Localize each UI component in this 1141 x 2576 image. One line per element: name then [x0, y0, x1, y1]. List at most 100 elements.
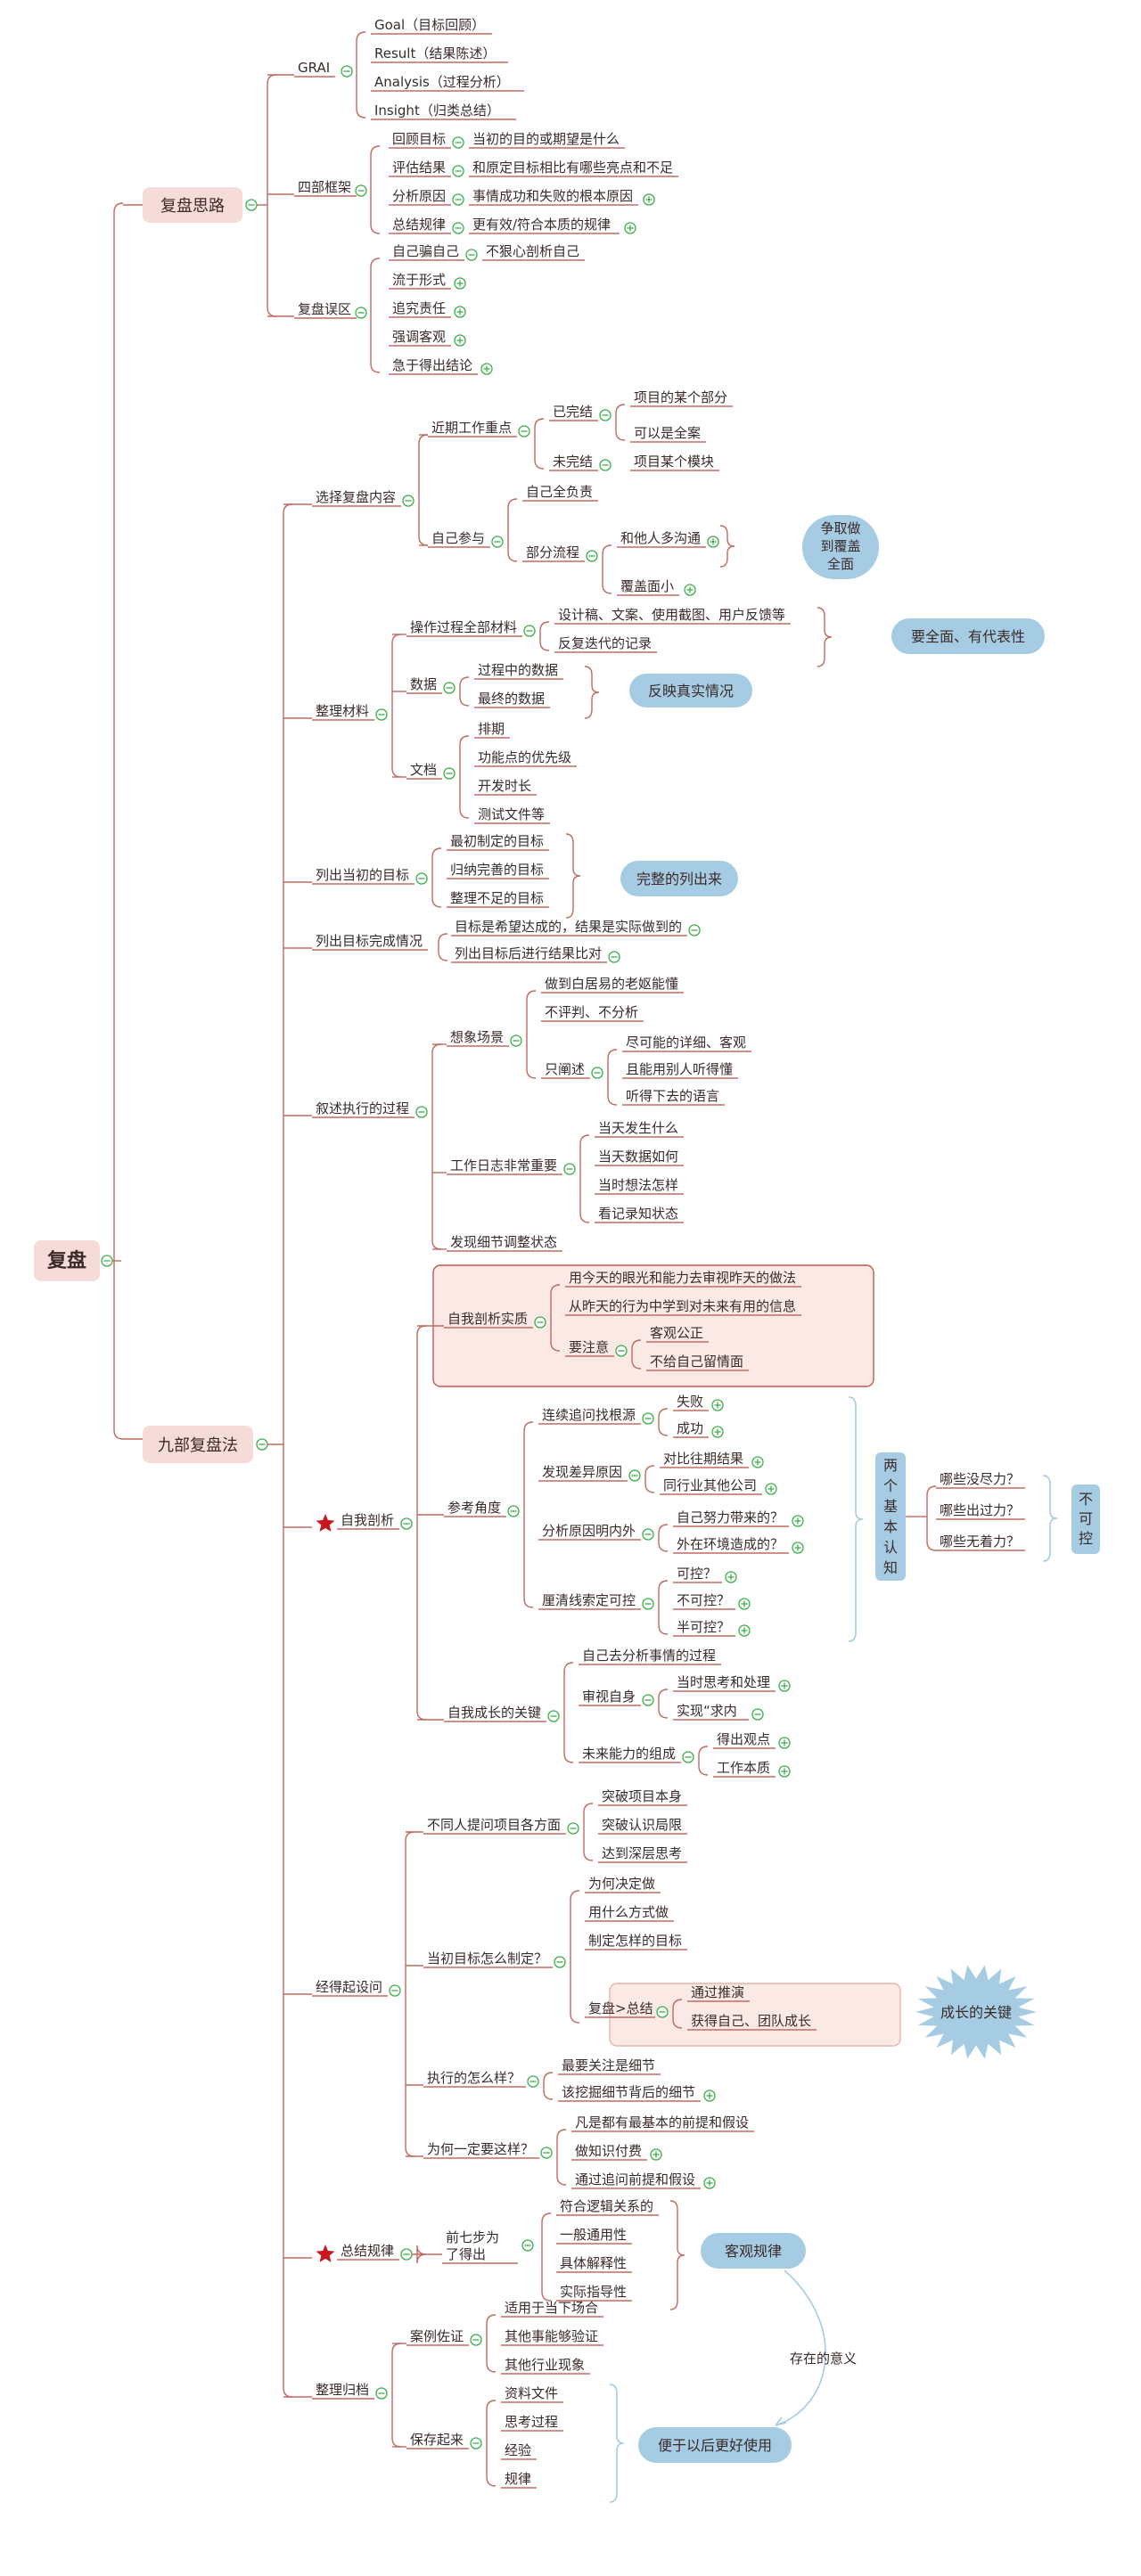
node: 想象场景: [450, 1029, 504, 1045]
leaf: 经验: [505, 2442, 531, 2458]
grai-item: Analysis（过程分析）: [374, 74, 510, 90]
branch-spine: [607, 1049, 618, 1106]
leaf: 该挖掘细节背后的细节: [562, 2084, 695, 2100]
leaf: 通过推演: [691, 1984, 744, 2000]
leaf: 通过追问前提和假设: [575, 2171, 695, 2188]
branch-spine: [391, 634, 402, 778]
leaf: 项目的某个部分: [634, 389, 727, 405]
step-summarize-rules: 总结规律: [341, 2243, 394, 2259]
grai-label: GRAI: [298, 60, 330, 76]
branch-spine: [615, 404, 626, 441]
four-key: 分析原因: [392, 188, 446, 204]
branch-spine: [431, 847, 442, 908]
vertical-text: 可: [1079, 1510, 1093, 1527]
leaf: 自己全负责: [526, 484, 593, 500]
leaf: 整理不足的目标: [450, 890, 544, 906]
node: 已完结: [553, 404, 593, 420]
branch-spine: [523, 1421, 534, 1608]
node: 只阐述: [545, 1061, 585, 1077]
branch-spine: [658, 1408, 669, 1436]
leaf: 为何决定做: [588, 1876, 655, 1892]
branch-spine: [459, 676, 470, 707]
uncontrollable-box: [1071, 1484, 1100, 1554]
mistake-item: 强调客观: [392, 329, 446, 345]
leaf: 成功: [677, 1420, 703, 1436]
callout-text: 完整的列出来: [636, 871, 722, 887]
leaf: 归纳完善的目标: [450, 862, 544, 878]
callout-text: 到覆盖: [820, 538, 860, 554]
leaf: 得出观点: [717, 1731, 770, 1747]
callout-text: 客观规律: [725, 2243, 782, 2260]
node: 厘清线索定可控: [542, 1592, 636, 1608]
brace: [817, 607, 833, 667]
branch-spine: [370, 258, 381, 373]
node: 自我成长的关键: [447, 1705, 541, 1721]
leaf: 当天发生什么: [598, 1120, 678, 1136]
leaf: 不可控？: [677, 1592, 730, 1608]
vertical-text: 知: [883, 1559, 898, 1576]
branch-spine: [507, 498, 518, 562]
callout-list-all: [620, 861, 738, 896]
question-item: 哪些没尽力？: [940, 1471, 1020, 1487]
grai-item: Insight（归类总结）: [374, 102, 500, 119]
vertical-text: 认: [883, 1539, 898, 1556]
leaf: 实现“求内: [677, 1703, 737, 1719]
leaf: 失败: [677, 1394, 703, 1410]
callout-future-use: [638, 2427, 792, 2463]
node-label: 前七步为: [446, 2229, 499, 2245]
branch-spine: [698, 1746, 709, 1776]
callout-text: 反映真实情况: [648, 683, 734, 699]
step-organize-materials: 整理材料: [316, 703, 369, 719]
arrow-label: 存在的意义: [790, 2351, 857, 2367]
leaf: 当时想法怎样: [598, 1177, 678, 1193]
branch-spine: [926, 1485, 937, 1551]
vertical-text: 两: [883, 1457, 898, 1474]
brace: [565, 833, 581, 919]
branch-spine: [405, 1831, 415, 2157]
leaf: 反复迭代的记录: [558, 635, 652, 651]
node: 发现差异原因: [542, 1464, 622, 1480]
leaf: 工作本质: [717, 1760, 770, 1776]
vertical-text: 本: [883, 1518, 898, 1535]
leaf: 制定怎样的目标: [588, 1933, 682, 1949]
leaf: 实际指导性: [560, 2284, 627, 2300]
brace: [669, 2200, 685, 2310]
four-key: 总结规律: [392, 217, 446, 233]
leaf: 看记录知状态: [598, 1206, 678, 1222]
leaf: 达到深层思考: [602, 1845, 682, 1861]
branch-spine: [459, 735, 470, 819]
leaf: 当天数据如何: [598, 1149, 678, 1165]
branch-spine: [658, 1524, 669, 1552]
four-value: 事情成功和失败的根本原因: [472, 188, 633, 204]
leaf: 获得自己、团队成长: [691, 2013, 811, 2029]
vertical-text: 不: [1079, 1491, 1093, 1508]
leaf: 列出目标后进行结果比对: [455, 945, 602, 961]
leaf: 目标是希望达成的，结果是实际做到的: [455, 919, 682, 935]
section-thinking-label: 复盘思路: [160, 197, 225, 216]
branch-spine: [672, 1999, 683, 2029]
vertical-text: 个: [883, 1477, 898, 1494]
node: 不同人提问项目各方面: [427, 1817, 561, 1833]
node: 操作过程全部材料: [410, 619, 517, 635]
branch-spine: [267, 74, 277, 317]
node: 分析原因明内外: [542, 1523, 636, 1539]
leaf: 做到白居易的老妪能懂: [545, 976, 678, 992]
leaf: 最终的数据: [478, 691, 545, 707]
branch-spine: [526, 990, 537, 1079]
four-value: 更有效/符合本质的规律: [472, 217, 611, 233]
mistake-item: 自己骗自己: [392, 243, 459, 259]
brace-blue: [609, 2384, 625, 2503]
callout-cover-full: [802, 515, 879, 579]
branch-spine: [543, 2072, 554, 2100]
branch-spine: [418, 434, 429, 546]
leaf: 具体解释性: [560, 2255, 627, 2271]
growth-key-burst: [915, 1965, 1037, 2059]
leaf: 符合逻辑关系的: [560, 2198, 653, 2214]
grai-item: Goal（目标回顾）: [374, 17, 485, 33]
leaf: 设计稿、文案、使用截图、用户反馈等: [558, 607, 785, 623]
branch-spine: [570, 1890, 580, 2024]
root-node-label: 复盘: [46, 1249, 86, 1272]
node: 部分流程: [526, 544, 579, 560]
branch-spine: [431, 1043, 442, 1250]
